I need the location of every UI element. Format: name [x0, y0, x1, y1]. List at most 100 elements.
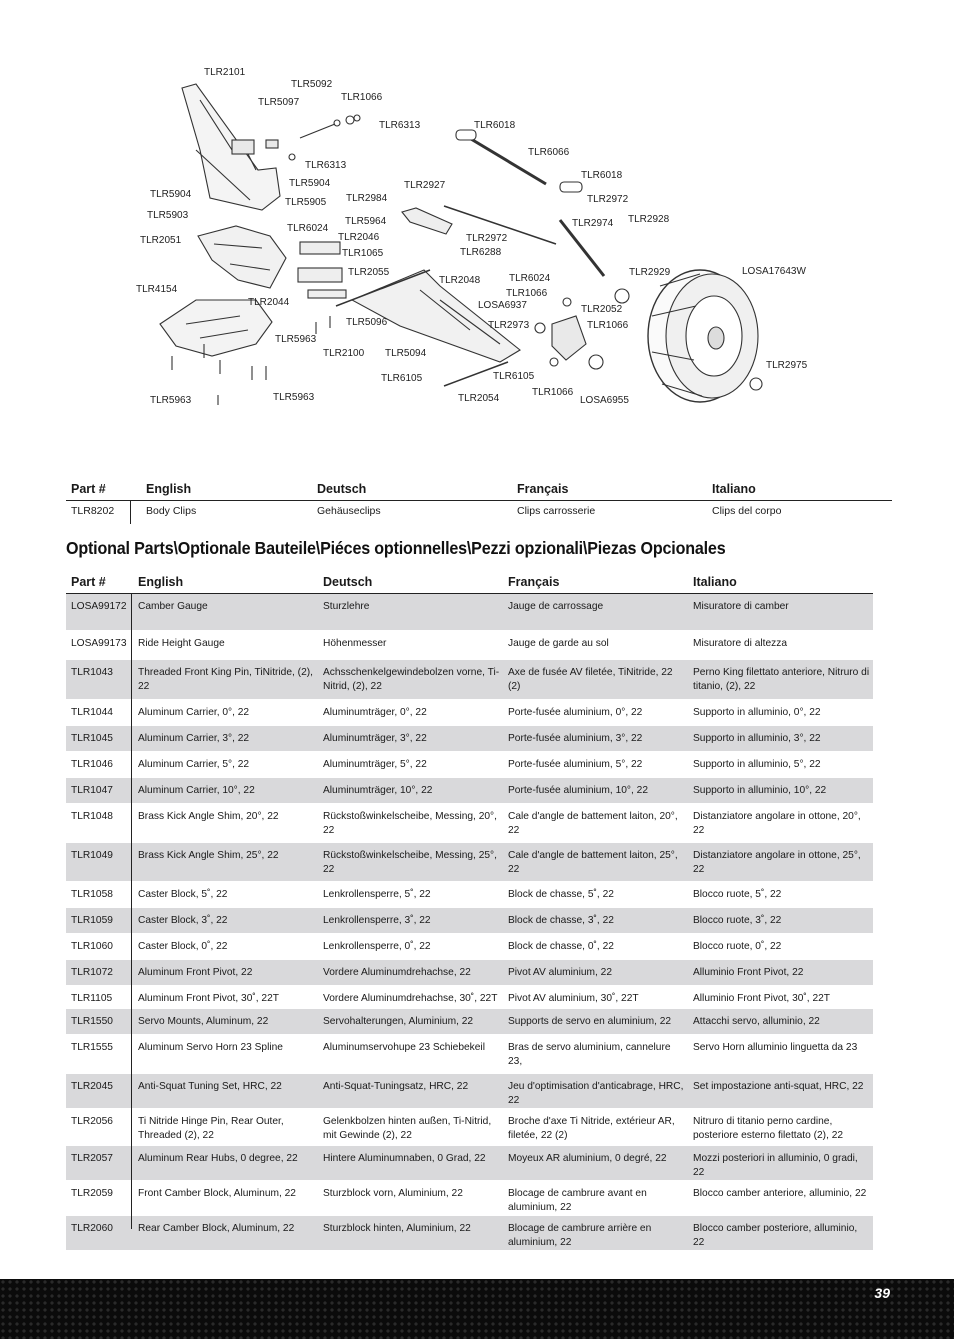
- callout-label: TLR2051: [140, 235, 182, 246]
- francais-cell: Blocage de cambrure avant en aluminium, …: [508, 1188, 647, 1213]
- francais-cell: Cale d'angle de battement laiton, 25°, 2…: [508, 850, 678, 875]
- callout-label: TLR2100: [323, 348, 365, 359]
- deutsch-cell: Sturzblock vorn, Aluminium, 22: [323, 1188, 463, 1199]
- deutsch-cell: Rückstoßwinkelscheibe, Messing, 20°, 22: [323, 811, 497, 836]
- deutsch-cell: Achsschenkelgewindebolzen vorne, Ti-Nitr…: [323, 667, 500, 692]
- italiano-cell: Distanziatore angolare in ottone, 20°, 2…: [693, 811, 861, 836]
- francais-cell: Pivot AV aluminium, 30˚, 22T: [508, 993, 639, 1004]
- francais-cell: Jauge de carrossage: [508, 601, 604, 612]
- callout-label: TLR5096: [346, 317, 388, 328]
- francais-cell: Cale d'angle de battement laiton, 20°, 2…: [508, 811, 678, 836]
- callout-label: TLR5094: [385, 348, 427, 359]
- deutsch-cell: Gehäuseclips: [317, 505, 381, 517]
- english-cell: Ti Nitride Hinge Pin, Rear Outer, Thread…: [138, 1116, 284, 1141]
- italiano-cell: Blocco camber anteriore, alluminio, 22: [693, 1188, 867, 1199]
- callout-label: TLR1065: [342, 248, 384, 259]
- callout-label: TLR6024: [509, 273, 551, 284]
- part-number: TLR8202: [71, 505, 115, 517]
- italiano-cell: Misuratore di altezza: [693, 638, 787, 649]
- callout-label: LOSA6955: [580, 395, 629, 406]
- part-number: TLR1105: [71, 993, 113, 1004]
- header-part-number: Part #: [71, 575, 106, 589]
- english-cell: Threaded Front King Pin, TiNitride, (2),…: [138, 667, 313, 692]
- italiano-cell: Set impostazione anti-squat, HRC, 22: [693, 1081, 864, 1092]
- part-number: TLR1043: [71, 667, 113, 678]
- francais-cell: Block de chasse, 5˚, 22: [508, 889, 614, 900]
- callout-label: TLR5097: [258, 97, 300, 108]
- callout-label: TLR2044: [248, 297, 290, 308]
- italiano-cell: Servo Horn alluminio linguetta da 23: [693, 1042, 858, 1053]
- francais-cell: Block de chasse, 3˚, 22: [508, 915, 614, 926]
- callout-label: TLR2929: [629, 267, 671, 278]
- part-number: TLR1046: [71, 759, 113, 770]
- header-italiano: Italiano: [712, 482, 756, 496]
- italiano-cell: Clips del corpo: [712, 505, 782, 517]
- francais-cell: Pivot AV aluminium, 22: [508, 967, 612, 978]
- callout-label: TLR5964: [345, 216, 387, 227]
- deutsch-cell: Hintere Aluminumnaben, 0 Grad, 22: [323, 1153, 486, 1164]
- english-cell: Caster Block, 0˚, 22: [138, 941, 228, 952]
- header-italiano: Italiano: [693, 575, 737, 589]
- column-divider: [131, 593, 132, 1229]
- deutsch-cell: Aluminumträger, 10°, 22: [323, 785, 433, 796]
- callout-label: TLR2101: [204, 67, 246, 78]
- callout-label: TLR6066: [528, 147, 570, 158]
- callout-label: TLR6105: [493, 371, 535, 382]
- english-cell: Servo Mounts, Aluminum, 22: [138, 1016, 269, 1027]
- callout-label: TLR2927: [404, 180, 446, 191]
- optional-parts-table: Part # English Deutsch Français Italiano…: [66, 572, 873, 1251]
- section-title: Optional Parts\Optionale Bauteile\Piéces…: [66, 538, 726, 558]
- italiano-cell: Supporto in alluminio, 10°, 22: [693, 785, 827, 796]
- callout-label: TLR6105: [381, 373, 423, 384]
- callout-label: TLR2972: [466, 233, 508, 244]
- deutsch-cell: Vordere Aluminumdrehachse, 30˚, 22T: [323, 993, 498, 1004]
- francais-cell: Jauge de garde au sol: [508, 638, 609, 649]
- part-number: TLR1048: [71, 811, 113, 822]
- deutsch-cell: Aluminumträger, 5°, 22: [323, 759, 427, 770]
- deutsch-cell: Aluminumträger, 0°, 22: [323, 707, 427, 718]
- parts-illustration: [159, 83, 763, 405]
- part-number: TLR2045: [71, 1081, 113, 1092]
- italiano-cell: Blocco ruote, 3˚, 22: [693, 915, 782, 926]
- part-number: TLR1555: [71, 1042, 113, 1053]
- italiano-cell: Mozzi posteriori in alluminio, 0 gradi, …: [693, 1153, 858, 1178]
- page-number: 39: [874, 1285, 890, 1301]
- parts-table: Part # English Deutsch Français Italiano…: [66, 478, 892, 525]
- part-number: TLR1058: [71, 889, 113, 900]
- callout-label: TLR2974: [572, 218, 614, 229]
- italiano-cell: Perno King filettato anteriore, Nitruro …: [693, 667, 870, 692]
- part-number: TLR1045: [71, 733, 113, 744]
- header-francais: Français: [517, 482, 569, 496]
- deutsch-cell: Servohalterungen, Aluminium, 22: [323, 1016, 474, 1027]
- part-number: TLR1049: [71, 850, 113, 861]
- callout-label: TLR2972: [587, 194, 629, 205]
- deutsch-cell: Höhenmesser: [323, 638, 387, 649]
- italiano-cell: Blocco camber posteriore, alluminio, 22: [693, 1223, 858, 1248]
- header-part-number: Part #: [71, 482, 106, 496]
- deutsch-cell: Lenkrollensperre, 5˚, 22: [323, 889, 431, 900]
- english-cell: Camber Gauge: [138, 601, 208, 612]
- francais-cell: Broche d'axe Ti Nitride, extérieur AR, f…: [508, 1116, 675, 1141]
- callout-label: TLR5904: [289, 178, 331, 189]
- deutsch-cell: Lenkrollensperre, 0˚, 22: [323, 941, 431, 952]
- francais-cell: Axe de fusée AV filetée, TiNitride, 22 (…: [508, 667, 673, 692]
- callout-label: TLR6018: [474, 120, 516, 131]
- table-row: TLR1060 Caster Block, 0˚, 22 Lenkrollenspe…: [66, 934, 873, 960]
- callout-label: TLR5903: [147, 210, 189, 221]
- callout-label: TLR2046: [338, 232, 380, 243]
- english-cell: Brass Kick Angle Shim, 25°, 22: [138, 850, 279, 861]
- callout-label: TLR1066: [532, 387, 574, 398]
- francais-cell: Porte-fusée aluminium, 3°, 22: [508, 733, 643, 744]
- callout-label: TLR6024: [287, 223, 329, 234]
- part-number: TLR1060: [71, 941, 113, 952]
